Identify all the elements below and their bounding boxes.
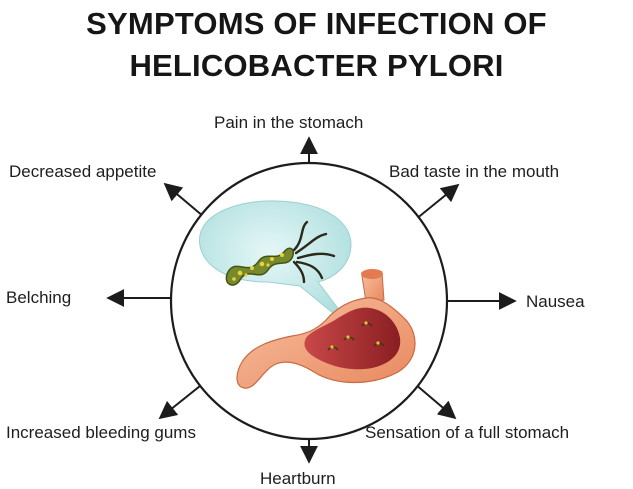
symptom-label-decreased-appetite: Decreased appetite xyxy=(9,162,157,181)
symptom-label-pain-in-the-stomach: Pain in the stomach xyxy=(214,113,364,132)
center-circle xyxy=(169,161,449,441)
symptom-label-bad-taste: Bad taste in the mouth xyxy=(389,162,560,181)
stomach-icon xyxy=(236,269,416,389)
page-title-line-2: HELICOBACTER PYLORI xyxy=(129,48,504,83)
bacterium-icon xyxy=(225,220,336,286)
symptom-label-bleeding-gums: Increased bleeding gums xyxy=(6,423,196,442)
symptom-label-full-stomach: Sensation of a full stomach xyxy=(365,423,570,442)
symptom-label-nausea: Nausea xyxy=(526,292,585,311)
symptom-label-belching: Belching xyxy=(6,288,72,307)
bacterium-bubble xyxy=(198,200,357,333)
page-title-line-1: SYMPTOMS OF INFECTION OF xyxy=(86,6,547,41)
symptom-label-heartburn: Heartburn xyxy=(260,469,336,488)
